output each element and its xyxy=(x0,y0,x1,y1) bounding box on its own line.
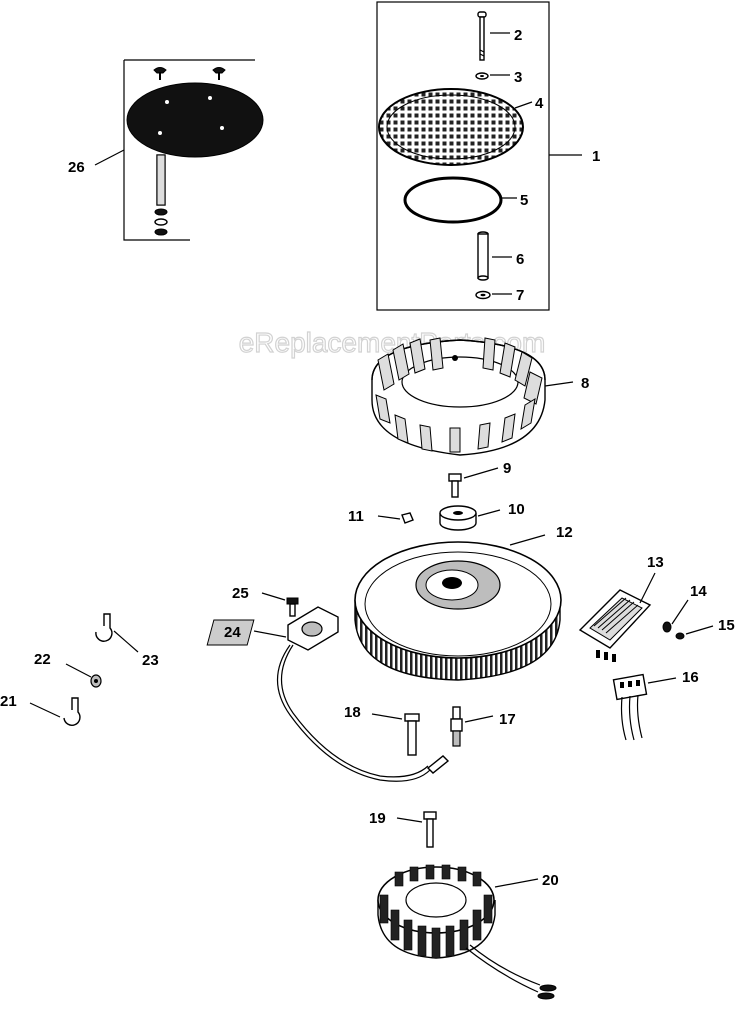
part-1-group-frame xyxy=(376,1,550,311)
part-11-key xyxy=(377,512,414,524)
callout-4: 4 xyxy=(535,95,544,112)
callout-9: 9 xyxy=(503,460,511,477)
callout-labels: 2 3 4 1 5 6 7 26 8 9 10 11 12 13 14 15 1… xyxy=(0,27,735,889)
callout-19: 19 xyxy=(369,810,386,827)
callout-8: 8 xyxy=(581,375,589,392)
part-22-nut xyxy=(65,663,102,688)
callout-11: 11 xyxy=(348,508,364,525)
part-12-flywheel xyxy=(206,534,562,681)
part-16-connector xyxy=(612,673,677,741)
part-23-clamp xyxy=(95,613,139,653)
part-13-regulator xyxy=(578,572,656,662)
callout-12: 12 xyxy=(556,524,573,541)
callout-21: 21 xyxy=(0,693,17,710)
callout-13: 13 xyxy=(647,554,664,571)
callout-23: 23 xyxy=(142,652,159,669)
callout-1: 1 xyxy=(592,148,600,165)
callout-6: 6 xyxy=(516,251,524,268)
callout-20: 20 xyxy=(542,872,559,889)
callout-26: 26 xyxy=(68,159,85,176)
part-5-retainer-ring xyxy=(403,176,517,224)
part-19-bolt xyxy=(396,811,437,848)
part-4-screen xyxy=(378,88,533,166)
part-14-screw xyxy=(662,599,689,633)
callout-14: 14 xyxy=(690,583,707,600)
callout-22: 22 xyxy=(34,651,51,668)
callout-15: 15 xyxy=(718,617,735,634)
part-6-pin xyxy=(477,231,512,281)
callout-16: 16 xyxy=(682,669,699,686)
callout-7: 7 xyxy=(516,287,524,304)
part-2-bolt xyxy=(477,11,510,61)
callout-18: 18 xyxy=(344,704,361,721)
callout-24: 24 xyxy=(224,624,241,641)
callout-25: 25 xyxy=(232,585,249,602)
part-20-stator xyxy=(377,864,557,1000)
part-7-washer xyxy=(475,290,512,300)
part-8-fan xyxy=(371,337,574,456)
part-26-plate-assembly xyxy=(126,67,264,236)
part-26-bracket xyxy=(123,60,190,241)
callout-17: 17 xyxy=(499,711,516,728)
part-24-ignition-module xyxy=(253,606,450,782)
part-18-bolt xyxy=(371,713,420,756)
callout-10: 10 xyxy=(508,501,525,518)
part-15-screw xyxy=(675,625,714,640)
callout-5: 5 xyxy=(520,192,528,209)
part-9-bolt xyxy=(448,467,499,498)
part-10-spacer xyxy=(439,505,501,531)
part-25-screw xyxy=(261,592,299,617)
callout-3: 3 xyxy=(514,69,522,86)
part-17-spark-plug xyxy=(450,706,494,747)
part-21-clamp xyxy=(29,697,81,726)
callout-2: 2 xyxy=(514,27,522,44)
part-3-washer xyxy=(475,72,510,80)
